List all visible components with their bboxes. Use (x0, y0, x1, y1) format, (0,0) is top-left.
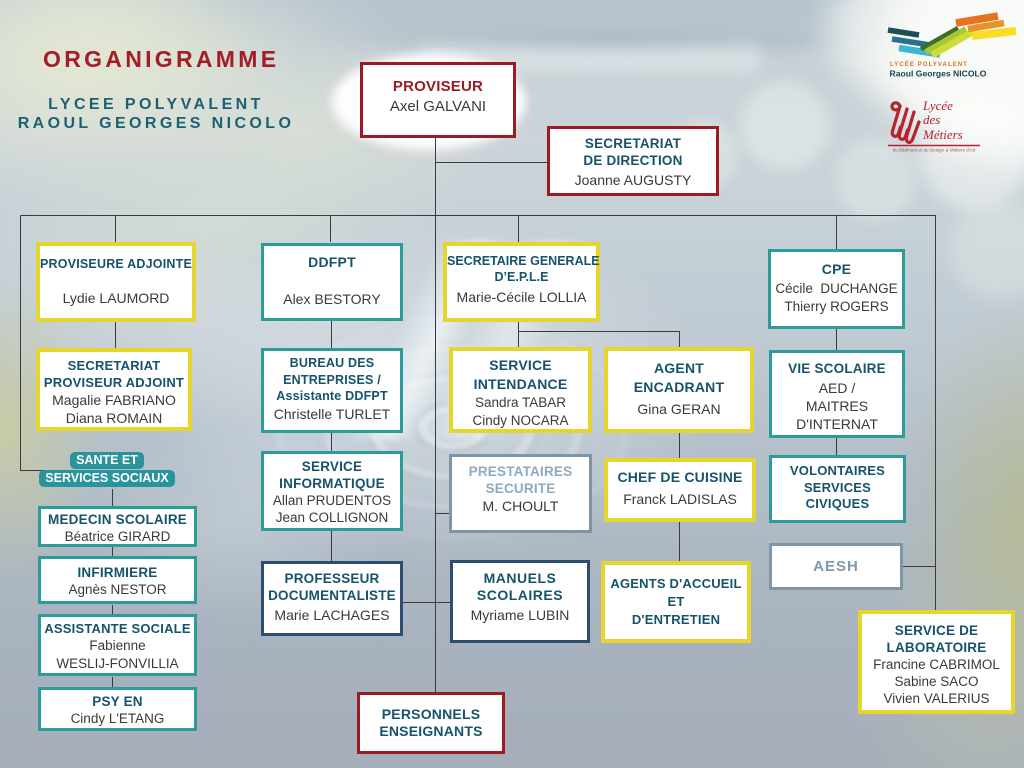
svg-text:Raoul Georges NICOLO: Raoul Georges NICOLO (890, 69, 987, 79)
svg-text:des: des (923, 112, 940, 127)
svg-text:du Bâtiment et du Design & Mét: du Bâtiment et du Design & Métiers d'Art (893, 148, 977, 153)
svg-text:LYCÉE POLYVALENT: LYCÉE POLYVALENT (890, 60, 968, 68)
svg-text:Lycée: Lycée (922, 98, 953, 113)
svg-text:Métiers: Métiers (922, 127, 963, 142)
